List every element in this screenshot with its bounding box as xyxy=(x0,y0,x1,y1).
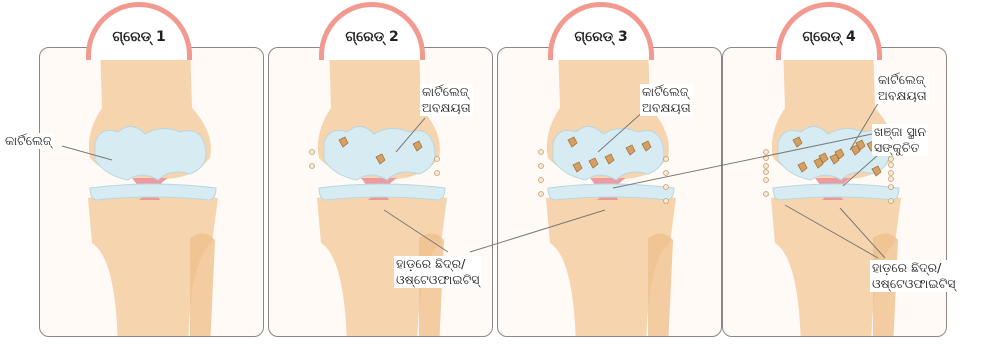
label-cartilage-loss-g2: କାର୍ଟିଲେଜ୍ ଅବକ୍ଷୟତା xyxy=(420,84,473,116)
osteophyte xyxy=(764,178,769,183)
cartilage xyxy=(553,126,664,180)
osteophyte xyxy=(664,171,669,176)
osteophyte xyxy=(310,150,315,155)
osteophyte xyxy=(435,157,440,162)
grade-1-panel xyxy=(39,47,264,337)
osteophyte xyxy=(764,192,769,197)
fibula xyxy=(648,233,673,337)
osteophyte xyxy=(664,185,669,190)
grade-1-label: ଗ୍ରେଡ୍ 1 xyxy=(91,29,187,45)
label-cartilage-loss-g3: କାର୍ଟିଲେଜ୍ ଅବକ୍ଷୟତା xyxy=(640,84,693,116)
osteophyte xyxy=(889,185,894,190)
osteophyte xyxy=(664,199,669,204)
osteophyte xyxy=(664,157,669,162)
osteophyte xyxy=(889,199,894,204)
label-cartilage: କାର୍ଟିଲେଜ୍ xyxy=(3,133,54,149)
grade-2-badge: ଗ୍ରେଡ୍ 2 xyxy=(319,2,425,60)
osteophyte xyxy=(764,156,769,161)
cartilage xyxy=(324,126,435,180)
grade-1-knee-illustration xyxy=(40,48,264,337)
osteophyte xyxy=(889,171,894,176)
grade-1-badge: ଗ୍ରେଡ୍ 1 xyxy=(86,2,192,60)
label-joint-space-narrowing: ଖଞ୍ଜା ସ୍ଥାନ ସଙ୍କୁଚିତ xyxy=(872,124,928,156)
osteophyte xyxy=(435,171,440,176)
osteophyte xyxy=(889,177,894,182)
osteophyte xyxy=(764,150,769,155)
osteophyte xyxy=(310,164,315,169)
fibula xyxy=(190,233,215,337)
osteophyte xyxy=(539,192,544,197)
label-bone-spurs-center: ହାଡ଼ରେ ଛିଦ୍ର/ ଓଷ୍ଟେଓଫାଇଟିସ୍ xyxy=(394,256,481,288)
grade-3-label: ଗ୍ରେଡ୍ 3 xyxy=(553,29,649,45)
grade-4-label: ଗ୍ରେଡ୍ 4 xyxy=(781,29,877,45)
grade-3-badge: ଗ୍ରେଡ୍ 3 xyxy=(548,2,654,60)
grade-2-label: ଗ୍ରେଡ୍ 2 xyxy=(324,29,420,45)
osteophyte xyxy=(539,178,544,183)
osteophyte xyxy=(889,157,894,162)
label-cartilage-loss-g4: କାର୍ଟିଲେଜ୍ ଅବକ୍ଷୟତା xyxy=(876,72,929,104)
grade-4-badge: ଗ୍ରେଡ୍ 4 xyxy=(776,2,882,60)
label-bone-spurs-g4: ହାଡ଼ରେ ଛିଦ୍ର/ ଓଷ୍ଟେଓଫାଇଟିସ୍ xyxy=(870,260,957,292)
cartilage xyxy=(95,126,206,180)
osteophyte xyxy=(764,170,769,175)
osteophyte xyxy=(539,150,544,155)
osteophyte xyxy=(539,164,544,169)
osteophyte xyxy=(764,164,769,169)
osteophyte xyxy=(889,163,894,168)
